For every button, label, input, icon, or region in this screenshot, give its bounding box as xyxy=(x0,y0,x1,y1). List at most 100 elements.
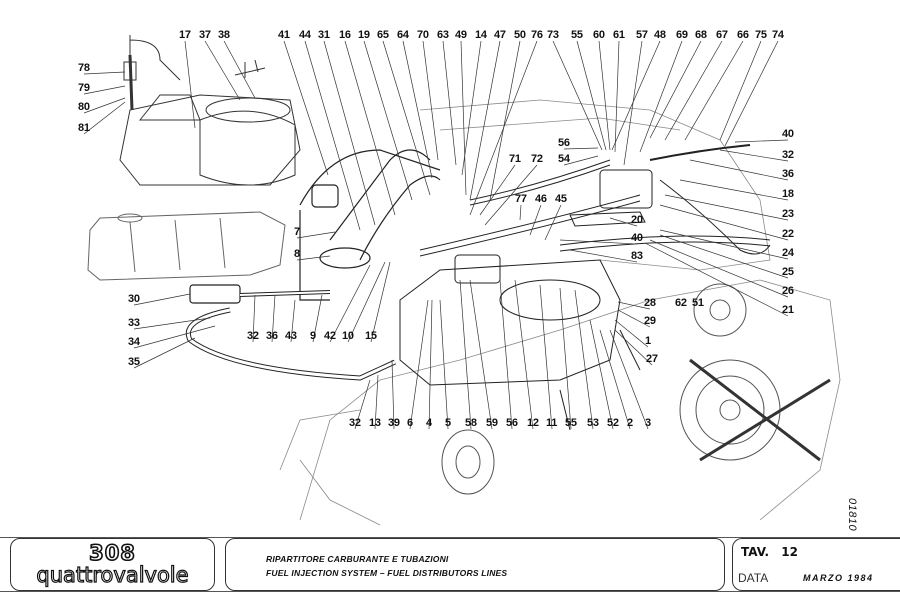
callout-64: 64 xyxy=(397,29,409,41)
callout-25: 25 xyxy=(782,266,794,278)
leader-line-28 xyxy=(617,301,651,310)
callout-30: 30 xyxy=(128,293,140,305)
leader-line-52 xyxy=(589,319,614,430)
callout-55: 55 xyxy=(571,29,583,41)
callout-29: 29 xyxy=(644,315,656,327)
callout-62: 62 xyxy=(675,297,687,309)
leader-line-14 xyxy=(461,40,482,176)
callout-72: 72 xyxy=(531,153,543,165)
leader-line-77 xyxy=(519,204,522,221)
title-english: FUEL INJECTION SYSTEM – FUEL DISTRIBUTOR… xyxy=(266,568,508,578)
callout-56: 56 xyxy=(558,137,570,149)
leader-line-81 xyxy=(83,101,126,135)
callout-80: 80 xyxy=(78,101,90,113)
leader-line-69 xyxy=(639,40,683,153)
leader-line-10 xyxy=(347,261,386,343)
leader-line-23 xyxy=(664,194,789,221)
date-label: DATA xyxy=(738,571,769,585)
leader-line-73 xyxy=(552,40,603,151)
drawing-number: 01810 xyxy=(846,498,858,532)
leader-line-67 xyxy=(664,40,723,141)
callout-11: 11 xyxy=(546,417,558,429)
callout-45: 45 xyxy=(555,193,567,205)
callout-54: 54 xyxy=(558,153,570,165)
ac-compressor-pulley xyxy=(441,429,495,495)
leader-line-78 xyxy=(83,71,126,75)
leader-line-30 xyxy=(133,293,191,306)
leader-line-26 xyxy=(649,239,789,298)
callout-60: 60 xyxy=(593,29,605,41)
leader-line-29 xyxy=(617,309,651,328)
leader-line-65 xyxy=(382,40,431,196)
leader-line-40 xyxy=(559,239,638,245)
callout-33: 33 xyxy=(128,317,140,329)
leader-line-20 xyxy=(609,217,638,227)
leader-line-15 xyxy=(370,261,391,343)
leader-line-13 xyxy=(374,374,379,430)
leader-line-32 xyxy=(719,149,789,162)
callout-34: 34 xyxy=(128,336,140,348)
callout-66: 66 xyxy=(737,29,749,41)
leader-line-8 xyxy=(296,255,331,261)
callout-59: 59 xyxy=(486,417,498,429)
title-box: RIPARTITORE CARBURANTE E TUBAZIONI FUEL … xyxy=(225,538,725,591)
callout-36: 36 xyxy=(782,168,794,180)
leader-line-75 xyxy=(719,40,762,141)
leader-line-70 xyxy=(422,40,439,161)
leader-line-6 xyxy=(409,299,429,430)
leader-line-38 xyxy=(223,40,256,99)
leader-line-63 xyxy=(442,40,457,166)
leader-line-34 xyxy=(133,325,216,349)
leader-line-66 xyxy=(684,40,744,141)
callout-24: 24 xyxy=(782,247,794,259)
leader-line-83 xyxy=(569,249,638,263)
callout-22: 22 xyxy=(782,228,794,240)
callout-7: 7 xyxy=(294,226,300,238)
callout-27: 27 xyxy=(646,353,658,365)
leader-line-7 xyxy=(296,231,336,239)
leader-line-54 xyxy=(563,155,599,166)
callout-65: 65 xyxy=(377,29,389,41)
leader-line-33 xyxy=(133,317,211,330)
leader-line-72 xyxy=(484,164,538,226)
callout-39: 39 xyxy=(388,417,400,429)
footer-bottom-rule xyxy=(0,591,900,592)
leader-line-1 xyxy=(614,319,649,348)
leader-line-37 xyxy=(204,40,241,101)
bracket-20 xyxy=(569,211,646,227)
callout-78: 78 xyxy=(78,62,90,74)
callout-69: 69 xyxy=(676,29,688,41)
callout-49: 49 xyxy=(455,29,467,41)
leader-line-60 xyxy=(598,40,611,151)
leader-line-50 xyxy=(489,40,521,201)
leader-line-59 xyxy=(469,279,493,430)
callout-5: 5 xyxy=(445,417,451,429)
leader-line-40 xyxy=(734,139,789,143)
callout-46: 46 xyxy=(535,193,547,205)
leader-line-56 xyxy=(563,147,599,150)
leader-line-11 xyxy=(539,284,553,430)
callout-83: 83 xyxy=(631,250,643,262)
callout-47: 47 xyxy=(494,29,506,41)
leader-line-36 xyxy=(689,159,789,181)
date-value: MARZO 1984 xyxy=(803,573,874,583)
callout-32: 32 xyxy=(247,330,259,342)
callout-74: 74 xyxy=(772,29,784,41)
leader-line-71 xyxy=(479,164,516,216)
callout-14: 14 xyxy=(475,29,487,41)
callout-75: 75 xyxy=(755,29,767,41)
leader-line-76 xyxy=(469,40,538,216)
engine-block-outline xyxy=(299,279,841,521)
leader-line-80 xyxy=(83,97,126,114)
leader-line-68 xyxy=(649,40,702,139)
leader-line-12 xyxy=(514,279,534,430)
callout-8: 8 xyxy=(294,248,300,260)
leader-line-5 xyxy=(439,299,449,430)
leader-line-27 xyxy=(614,329,653,366)
leader-line-41 xyxy=(283,40,329,176)
leader-line-48 xyxy=(611,40,661,151)
callout-68: 68 xyxy=(695,29,707,41)
leader-line-46 xyxy=(529,204,542,236)
leader-line-49 xyxy=(460,40,467,196)
plate-info-box: TAV. 12 DATA MARZO 1984 xyxy=(732,538,900,591)
